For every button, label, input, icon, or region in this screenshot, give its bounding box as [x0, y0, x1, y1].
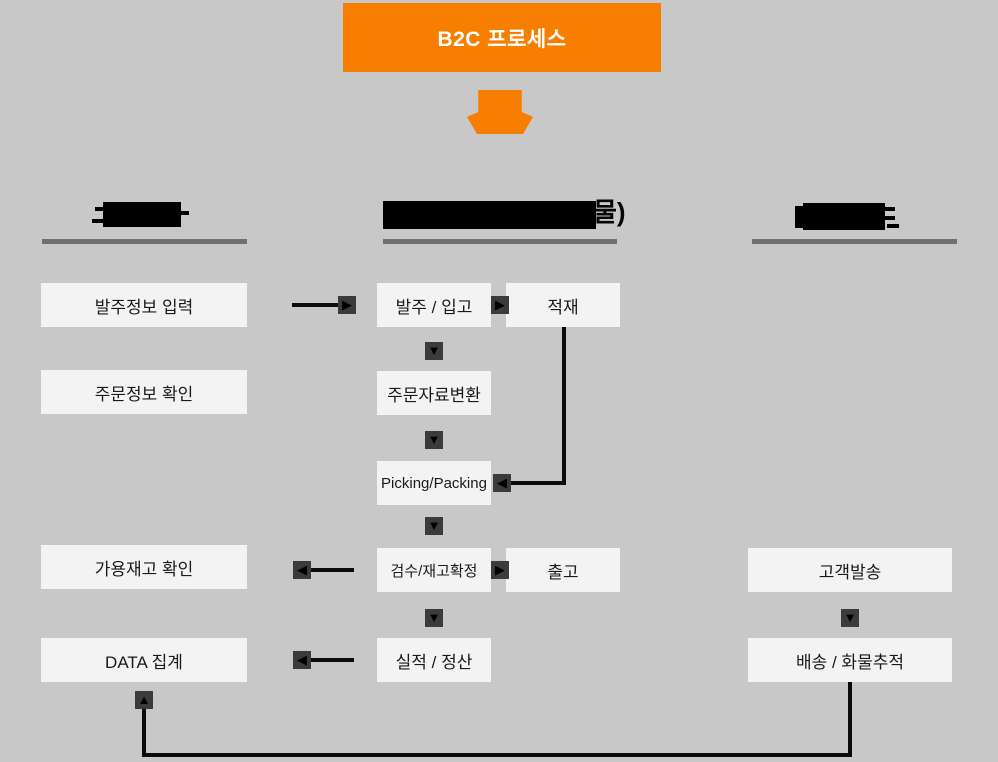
- arrow-glyph: ▶: [495, 297, 505, 312]
- node-label: 발주 / 입고: [395, 297, 473, 317]
- node-label: 가용재고 확인: [94, 559, 194, 579]
- arrow-glyph: ▼: [843, 610, 857, 625]
- right-header-fragment: [795, 206, 803, 227]
- right-column-header-redacted: [803, 203, 885, 230]
- node-results-settlement: 실적 / 정산: [377, 638, 491, 682]
- right-header-fragment: [885, 216, 895, 220]
- flow-down-arrow-icon: [467, 90, 533, 134]
- node-label: 실적 / 정산: [395, 652, 473, 672]
- arrow-glyph: ▼: [427, 343, 441, 358]
- connector-line: [848, 682, 852, 757]
- arrow-down-icon: ▼: [425, 431, 443, 449]
- connector-line: [142, 709, 146, 757]
- node-label: 출고: [547, 562, 579, 582]
- node-customer-dispatch: 고객발송: [748, 548, 952, 592]
- connector-line: [311, 568, 354, 572]
- node-label: DATA 집계: [105, 652, 183, 672]
- node-label: 배송 / 화물추적: [795, 652, 904, 672]
- arrow-glyph: ▼: [427, 432, 441, 447]
- arrow-down-icon: ▼: [425, 517, 443, 535]
- node-available-stock-check: 가용재고 확인: [41, 545, 247, 589]
- arrow-left-icon: ◀: [293, 651, 311, 669]
- node-picking-packing: Picking/Packing: [377, 461, 491, 505]
- left-header-underline: [42, 239, 247, 244]
- left-column-header-redacted: [103, 202, 181, 227]
- node-label: 주문정보 확인: [94, 384, 194, 404]
- middle-header-underline: [383, 239, 617, 244]
- middle-column-header-redacted: [383, 201, 596, 229]
- node-delivery-cargo-tracking: 배송 / 화물추적: [748, 638, 952, 682]
- page-title: B2C 프로세스: [437, 27, 567, 51]
- arrow-down-icon: ▼: [425, 609, 443, 627]
- left-header-fragment: [179, 211, 189, 215]
- left-header-fragment: [92, 219, 105, 223]
- left-header-fragment: [95, 207, 105, 211]
- arrow-right-icon: ▶: [338, 296, 356, 314]
- node-order-info-entry: 발주정보 입력: [41, 283, 247, 327]
- arrow-glyph: ◀: [297, 562, 307, 577]
- node-inspection-stock-confirm: 검수/재고확정: [377, 548, 491, 592]
- node-label: 적재: [547, 297, 579, 317]
- arrow-right-icon: ▶: [491, 296, 509, 314]
- node-outbound: 출고: [506, 548, 620, 592]
- node-loading: 적재: [506, 283, 620, 327]
- node-label: 주문자료변환: [387, 385, 481, 405]
- right-header-fragment: [795, 224, 811, 228]
- arrow-glyph: ▶: [342, 297, 352, 312]
- right-header-fragment: [887, 224, 899, 228]
- arrow-glyph: ▶: [495, 562, 505, 577]
- node-order-inbound: 발주 / 입고: [377, 283, 491, 327]
- arrow-right-icon: ▶: [491, 561, 509, 579]
- right-header-fragment: [885, 207, 895, 211]
- arrow-glyph: ▲: [137, 692, 151, 707]
- arrow-down-icon: ▼: [841, 609, 859, 627]
- connector-line: [292, 303, 338, 307]
- node-data-aggregation: DATA 집계: [41, 638, 247, 682]
- arrow-down-icon: ▼: [425, 342, 443, 360]
- node-label: 검수/재고확정: [390, 562, 478, 580]
- connector-line: [311, 658, 354, 662]
- arrow-left-icon: ◀: [293, 561, 311, 579]
- arrow-glyph: ▼: [427, 610, 441, 625]
- connector-line: [142, 753, 852, 757]
- right-header-underline: [752, 239, 957, 244]
- arrow-glyph: ◀: [497, 475, 507, 490]
- connector-line: [562, 327, 566, 485]
- arrow-glyph: ◀: [297, 652, 307, 667]
- arrow-glyph: ▼: [427, 518, 441, 533]
- connector-line: [511, 481, 566, 485]
- node-label: 고객발송: [818, 562, 882, 582]
- node-label: 발주정보 입력: [94, 297, 194, 317]
- title-banner: B2C 프로세스: [343, 3, 661, 72]
- node-order-data-conversion: 주문자료변환: [377, 371, 491, 415]
- node-order-info-check: 주문정보 확인: [41, 370, 247, 414]
- node-label: Picking/Packing: [381, 474, 487, 492]
- arrow-up-icon: ▲: [135, 691, 153, 709]
- middle-header-visible-text: 물): [593, 197, 626, 227]
- arrow-left-icon: ◀: [493, 474, 511, 492]
